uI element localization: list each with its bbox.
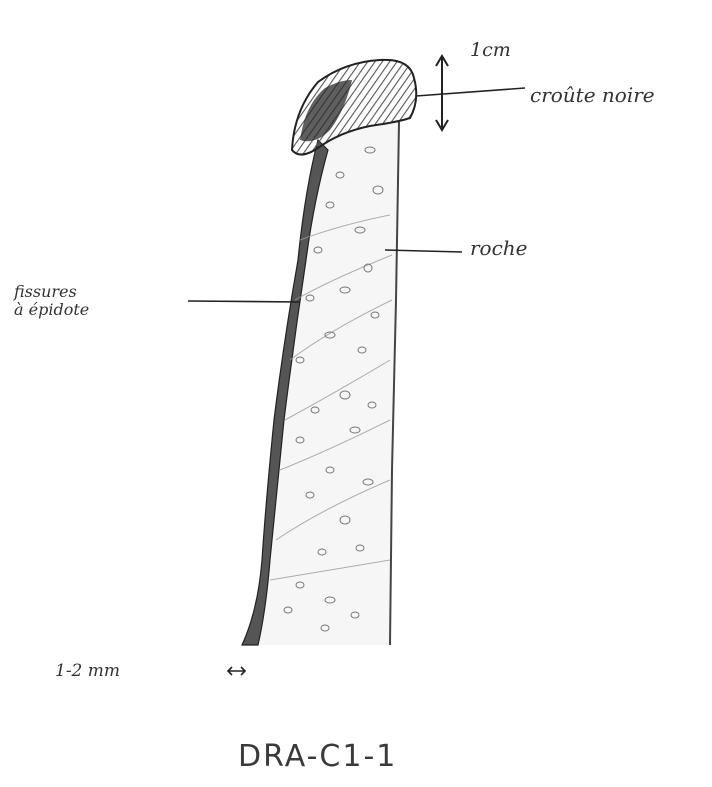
- sample-id: DRA-C1-1: [238, 740, 397, 775]
- fissures-label-line2: à épidote: [14, 301, 89, 319]
- rock-label: roche: [470, 237, 528, 260]
- crust-leader-line: [416, 88, 525, 96]
- scale-arrow: [228, 667, 245, 675]
- fissures-label-line1: fissures: [14, 283, 89, 301]
- crust-label: croûte noire: [530, 84, 655, 107]
- fissures-label: fissures à épidote: [14, 283, 89, 320]
- scale-label: 1-2 mm: [55, 662, 120, 682]
- thickness-label: 1cm: [470, 40, 511, 62]
- fissures-leader-line: [188, 301, 300, 302]
